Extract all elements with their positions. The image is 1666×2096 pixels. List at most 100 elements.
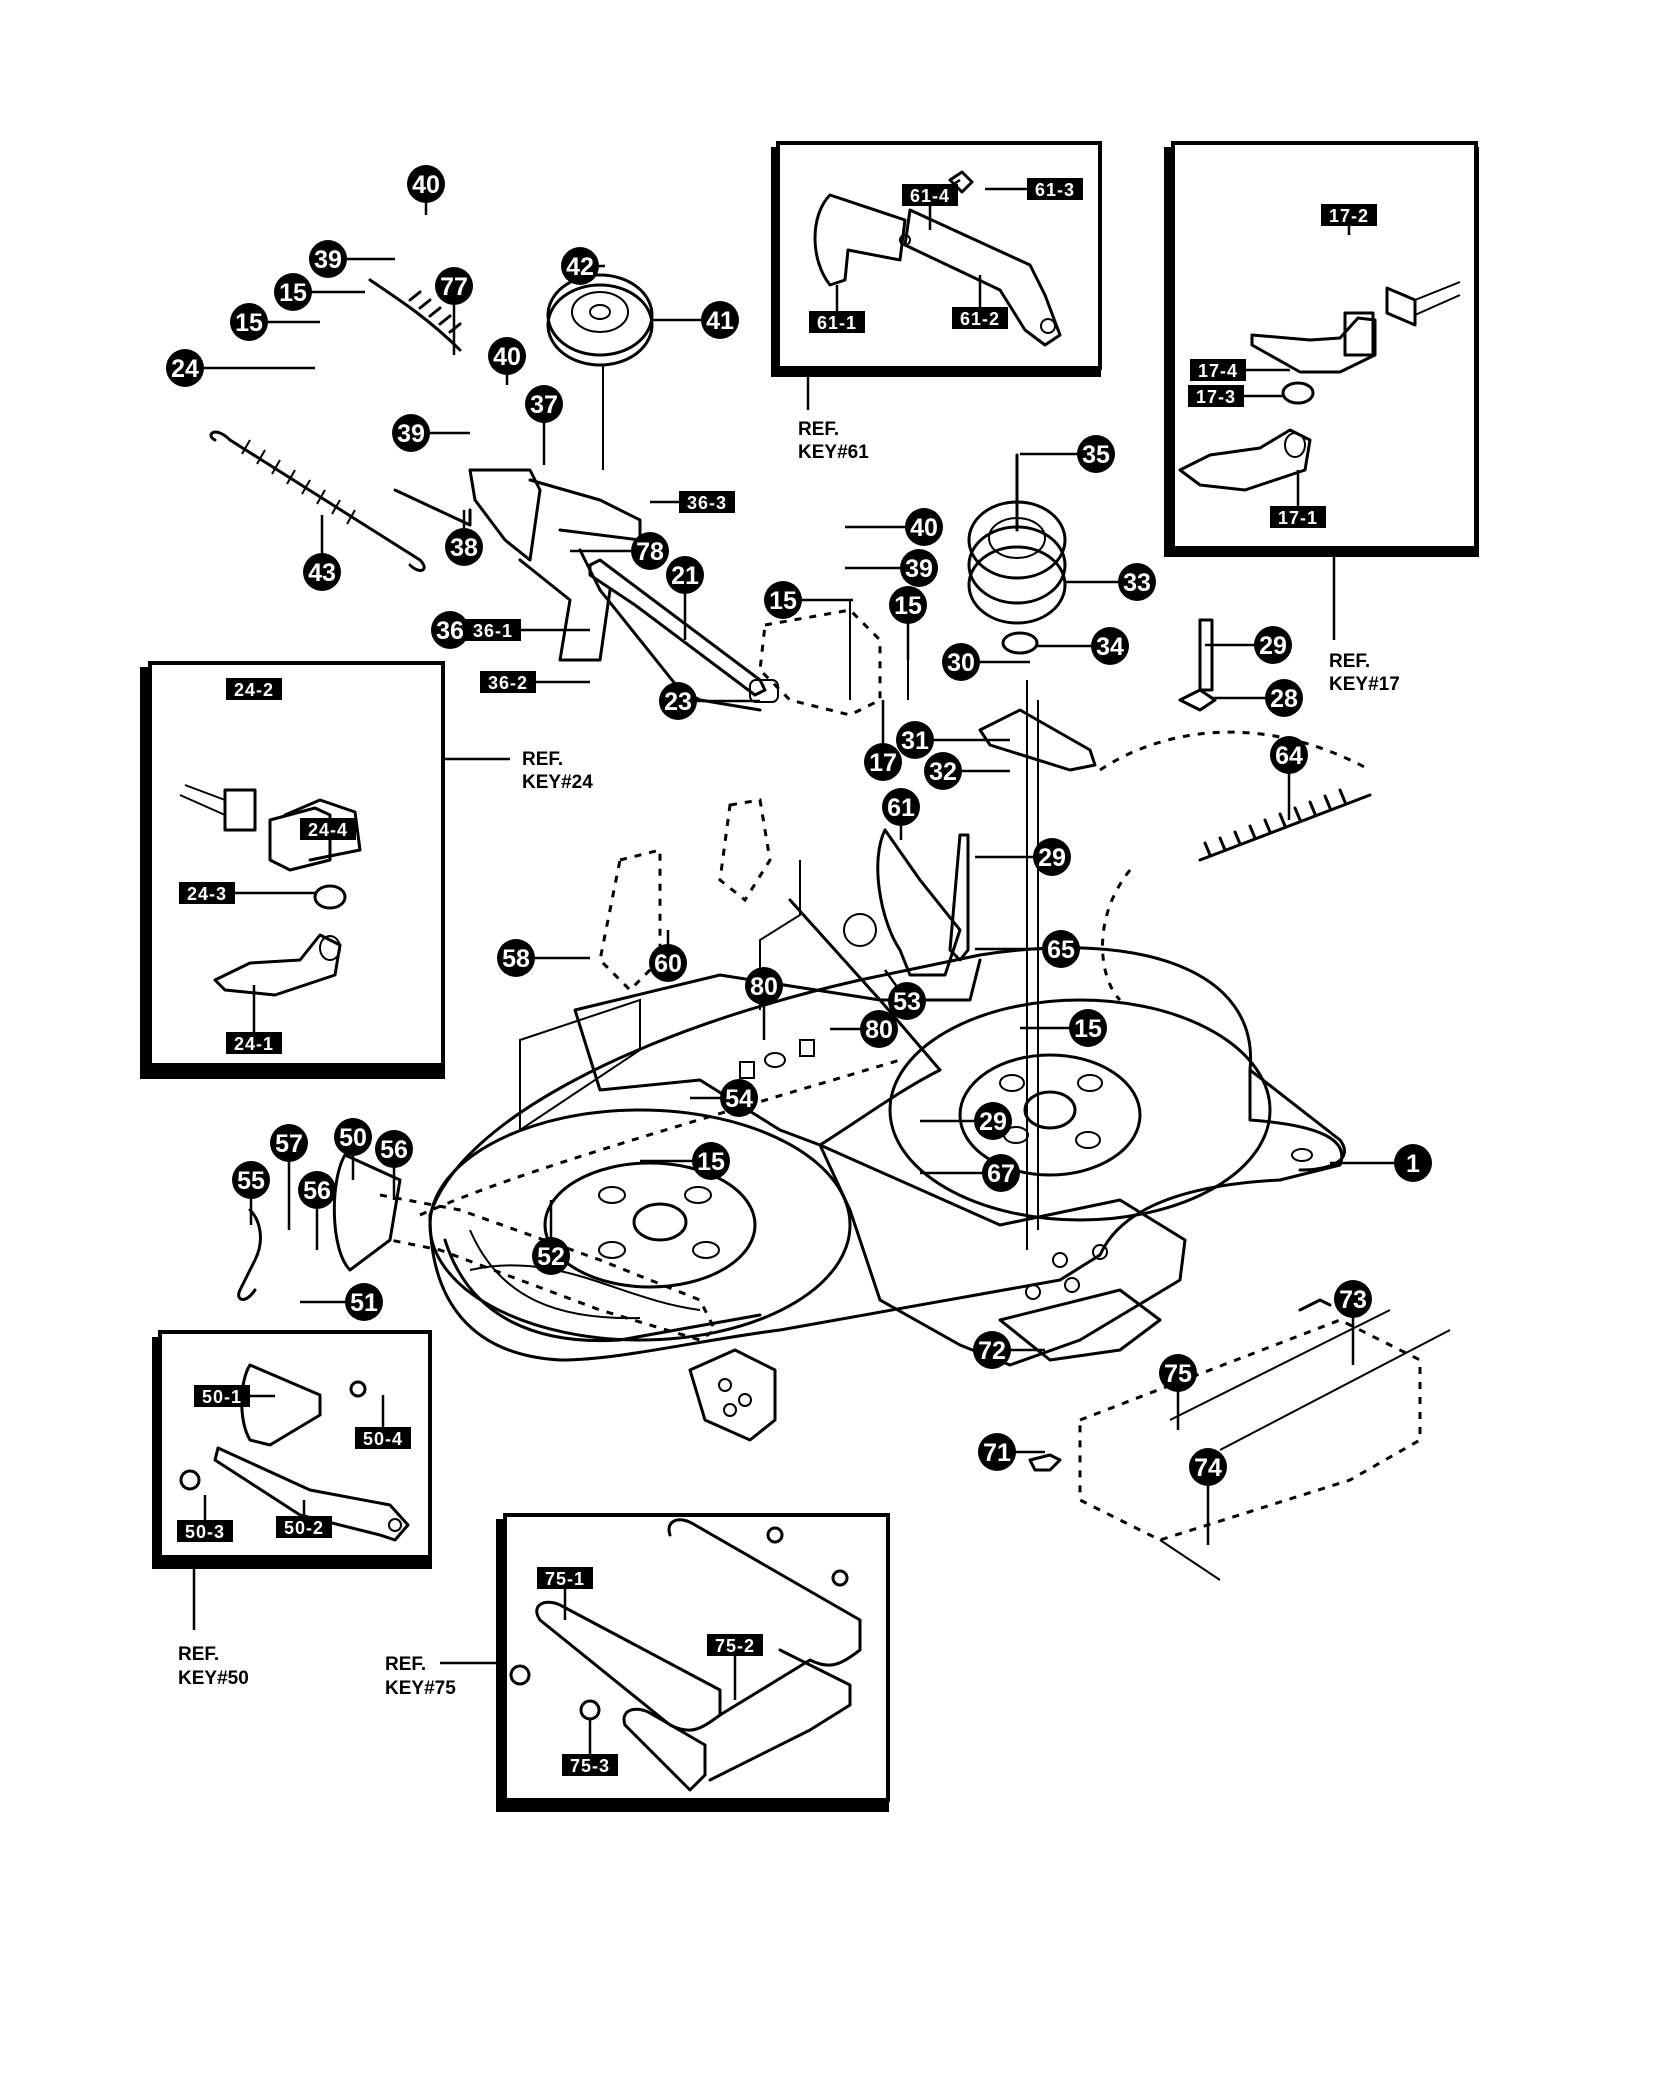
callout-58: 58 bbox=[497, 939, 535, 977]
callout-number: 72 bbox=[978, 1337, 1006, 1365]
callout-30: 30 bbox=[942, 643, 980, 681]
callout-34: 34 bbox=[1091, 627, 1129, 665]
sub-label-text: 50-4 bbox=[363, 1429, 403, 1449]
callout-circle bbox=[1091, 627, 1129, 665]
callout-15: 15 bbox=[889, 586, 927, 624]
callout-29: 29 bbox=[974, 1102, 1012, 1140]
sub-label-24-1: 24-1 bbox=[226, 1032, 282, 1054]
callout-number: 54 bbox=[725, 1085, 753, 1113]
callout-number: 30 bbox=[947, 649, 975, 677]
diagram-line-art bbox=[209, 273, 1451, 1581]
callout-circle bbox=[942, 643, 980, 681]
callout-number: 42 bbox=[566, 253, 594, 281]
callout-number: 80 bbox=[750, 973, 778, 1001]
sub-label-36-2: 36-2 bbox=[480, 671, 536, 693]
callout-circle bbox=[860, 1010, 898, 1048]
callout-circle bbox=[298, 1171, 336, 1209]
ref-key-61-line1: REF. bbox=[798, 419, 839, 440]
callout-number: 15 bbox=[894, 592, 922, 620]
callout-circle bbox=[649, 944, 687, 982]
ref-key-75-line2: KEY#75 bbox=[385, 1678, 456, 1699]
callout-number: 15 bbox=[235, 309, 263, 337]
sub-label-24-3: 24-3 bbox=[179, 882, 235, 904]
callout-number: 29 bbox=[1259, 632, 1287, 660]
sub-label-box bbox=[226, 1032, 282, 1054]
sub-label-box bbox=[465, 619, 521, 641]
callout-number: 78 bbox=[636, 538, 664, 566]
sub-label-box bbox=[179, 882, 235, 904]
callout-number: 50 bbox=[339, 1124, 367, 1152]
callout-74: 74 bbox=[1189, 1448, 1227, 1486]
ref-key-75-line1: REF. bbox=[385, 1654, 426, 1675]
sub-label-24-2: 24-2 bbox=[226, 678, 282, 700]
callout-number: 67 bbox=[987, 1160, 1015, 1188]
callout-circle bbox=[692, 1142, 730, 1180]
callout-39: 39 bbox=[392, 414, 430, 452]
callout-80: 80 bbox=[860, 1010, 898, 1048]
callout-40: 40 bbox=[407, 165, 445, 203]
callout-64: 64 bbox=[1270, 736, 1308, 774]
callout-number: 55 bbox=[237, 1167, 265, 1195]
callout-number: 29 bbox=[1038, 844, 1066, 872]
sub-label-24-4: 24-4 bbox=[300, 818, 356, 840]
sub-label-text: 61-1 bbox=[817, 313, 857, 333]
sub-label-box bbox=[1190, 359, 1246, 381]
callout-number: 53 bbox=[893, 988, 921, 1016]
callout-55: 55 bbox=[232, 1161, 270, 1199]
ref-key-24-line2: KEY#24 bbox=[522, 772, 593, 793]
callout-circle bbox=[1118, 563, 1156, 601]
callout-51: 51 bbox=[345, 1283, 383, 1321]
callout-number: 56 bbox=[380, 1136, 408, 1164]
callout-56: 56 bbox=[298, 1171, 336, 1209]
callout-number: 35 bbox=[1082, 441, 1110, 469]
callout-circle bbox=[745, 967, 783, 1005]
sub-label-36-3: 36-3 bbox=[679, 491, 735, 513]
callout-number: 33 bbox=[1123, 569, 1151, 597]
sub-label-61-4: 61-4 bbox=[902, 184, 958, 206]
callout-number: 31 bbox=[901, 727, 929, 755]
callout-circle bbox=[392, 414, 430, 452]
sub-label-box bbox=[177, 1520, 233, 1542]
callout-number: 15 bbox=[697, 1148, 725, 1176]
callout-number: 61 bbox=[887, 794, 915, 822]
callout-circle bbox=[888, 982, 926, 1020]
callout-circle bbox=[882, 788, 920, 826]
callout-circle bbox=[488, 337, 526, 375]
sub-label-50-4: 50-4 bbox=[355, 1427, 411, 1449]
callout-43: 43 bbox=[303, 553, 341, 591]
ref-key-17-line2: KEY#17 bbox=[1329, 674, 1400, 695]
callout-29: 29 bbox=[1254, 626, 1292, 664]
callout-65: 65 bbox=[1042, 930, 1080, 968]
callout-number: 71 bbox=[983, 1439, 1011, 1467]
callout-80: 80 bbox=[745, 967, 783, 1005]
callout-number: 15 bbox=[279, 279, 307, 307]
callout-15: 15 bbox=[1069, 1009, 1107, 1047]
sub-label-50-1: 50-1 bbox=[194, 1385, 250, 1407]
callout-number: 32 bbox=[929, 758, 957, 786]
callout-circle bbox=[303, 553, 341, 591]
callout-61: 61 bbox=[882, 788, 920, 826]
sub-label-box bbox=[952, 307, 1008, 329]
callout-37: 37 bbox=[525, 385, 563, 423]
callout-circle bbox=[166, 349, 204, 387]
sub-label-50-3: 50-3 bbox=[177, 1520, 233, 1542]
callout-72: 72 bbox=[973, 1331, 1011, 1369]
callout-circle bbox=[497, 939, 535, 977]
callout-number: 43 bbox=[308, 559, 336, 587]
callout-circle bbox=[309, 240, 347, 278]
sub-label-box bbox=[226, 678, 282, 700]
sub-label-box bbox=[1270, 506, 1326, 528]
ref-key-24: REF. KEY#24 bbox=[443, 749, 593, 793]
sub-label-box bbox=[300, 818, 356, 840]
callout-number: 41 bbox=[706, 307, 734, 335]
sub-label-box bbox=[355, 1427, 411, 1449]
callout-circle bbox=[274, 273, 312, 311]
callout-circle bbox=[1270, 736, 1308, 774]
ref-key-75: REF. KEY#75 bbox=[385, 1654, 503, 1699]
sub-label-text: 61-2 bbox=[960, 309, 1000, 329]
sub-label-50-2: 50-2 bbox=[276, 1516, 332, 1538]
callout-number: 60 bbox=[654, 950, 682, 978]
callout-circle bbox=[631, 532, 669, 570]
sub-label-text: 17-3 bbox=[1196, 387, 1236, 407]
callout-number: 34 bbox=[1096, 633, 1124, 661]
